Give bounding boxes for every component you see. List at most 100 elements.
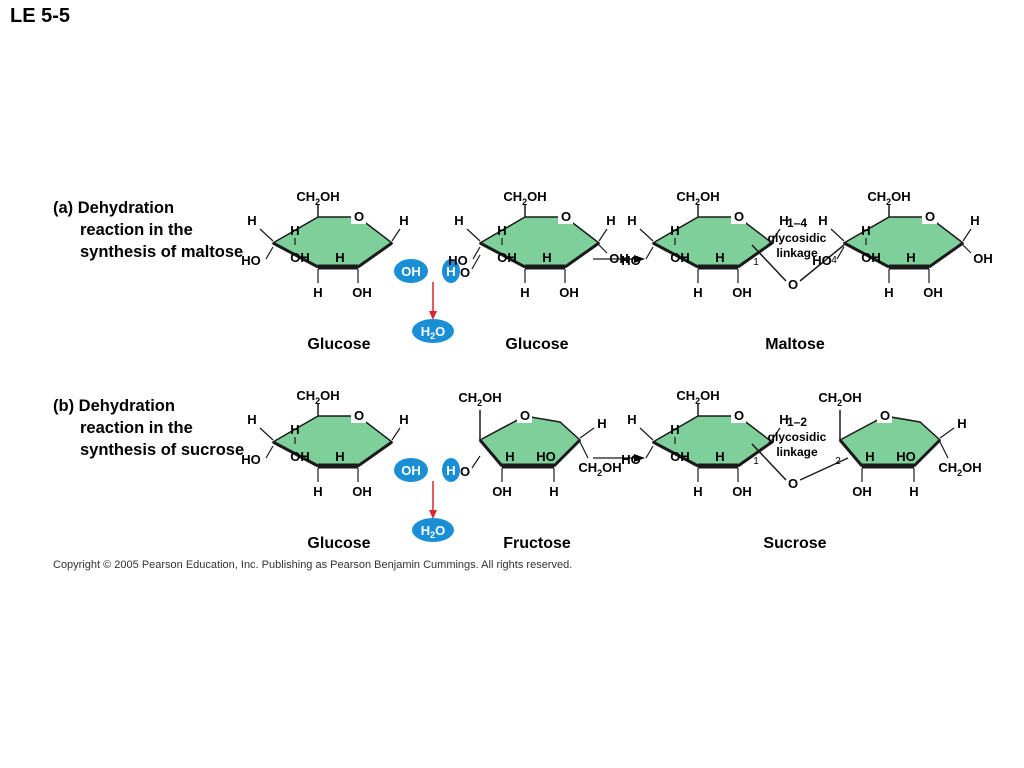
panel-b-link-bond-left	[751, 443, 787, 481]
panel-a-product-left-c2-down-oh: OH	[732, 285, 752, 300]
panel-b-tag: (b)	[53, 397, 75, 415]
panel-a-glucose-c1-top: H	[399, 213, 408, 228]
panel-b-glucose-c2-down-oh: OH	[352, 484, 372, 499]
panel-b-line3: synthesis of sucrose	[80, 441, 245, 459]
panel-b-glucose-ring-left-bond	[272, 440, 319, 468]
panel-a-product-right-ch2oh: CH2OH	[867, 189, 910, 207]
panel-a-line1: Dehydration	[77, 199, 175, 217]
panel-b-product-left-c2-down-oh: OH	[732, 484, 752, 499]
panel-a-water-arrow-head	[429, 311, 437, 320]
panel-a-glucose-ring-right-bond	[357, 241, 393, 269]
panel-a-product-right-ring-o: O	[925, 209, 935, 224]
panel-b-glucose-c3-h: H	[335, 449, 344, 464]
panel-b-product-left-c5-h-bond	[639, 427, 654, 441]
panel-b-product-left-c1-top: H	[779, 412, 788, 427]
panel-b-glucose-c4-ho: HO	[241, 452, 261, 467]
panel-a-product-right-c4-oh: OH	[861, 250, 881, 265]
panel-b-fructose-ring-o-bg	[517, 408, 532, 423]
panel-a-line2: reaction in the	[80, 221, 193, 239]
panel-b-product-right-ring-left-bond	[838, 439, 864, 467]
panel-b-fructose-ch2oh-top: CH2OH	[458, 390, 501, 408]
panel-a-product-left-c5-h-bond	[639, 228, 654, 242]
panel-a-product-name: Maltose	[765, 336, 825, 353]
panel-a-oh-bubble	[394, 259, 428, 283]
panel-a-product-left-c5-h: H	[627, 213, 636, 228]
panel-a-glucose2-ring-left-bond	[479, 241, 526, 269]
panel-b-product-right-ring-right-bond	[912, 438, 942, 468]
panel-a-product-left-c4-oh: OH	[670, 250, 690, 265]
panel-a-product-right-c5-h-bond	[830, 228, 845, 242]
panel-a-product-left-c4-ho: HO	[621, 253, 641, 268]
panel-a-carbon-right: 4	[831, 255, 837, 266]
panel-a-glucose2-c1-bottom-bond	[598, 244, 608, 254]
panel-a-product-right-c3-h: H	[906, 250, 915, 265]
panel-a-glucose2-c4-oh: OH	[497, 250, 517, 265]
panel-b-link-bond-right	[799, 457, 849, 481]
panel-a-glucose2-c2-down-oh: OH	[559, 285, 579, 300]
panel-a-product-left-c3-down-h: H	[693, 285, 702, 300]
panel-a-product-left-c3-h: H	[715, 250, 724, 265]
panel-a-glucose2-c4-ho-bond	[472, 246, 481, 260]
panel-a-glucose-c1-top-bond	[391, 228, 401, 242]
panel-b-product-left-ring-o-bg	[731, 408, 746, 423]
panel-a-product-left-c1-top-bond	[771, 228, 781, 242]
panel-a-carbon-left: 1	[753, 257, 759, 268]
panel-b-fructose-c3-down-h: H	[549, 484, 558, 499]
panel-a-glucose2-c1-top: H	[606, 213, 615, 228]
panel-a-product-left-ring-right-bond	[737, 241, 773, 269]
panel-a-product-right-c4-ho: HO	[812, 253, 832, 268]
panel-a-glucose-c5-h: H	[247, 213, 256, 228]
panel-b-product-left-c3-down-h: H	[693, 484, 702, 499]
panel-a-glucose-c5-h-bond	[259, 228, 274, 242]
panel-b-product-right-ch2oh-top: CH2OH	[818, 390, 861, 408]
panel-b-oh-bubble	[394, 458, 428, 482]
panel-b-link-o: O	[788, 476, 798, 491]
panel-a-o-bond	[471, 254, 481, 270]
copyright-notice: Copyright © 2005 Pearson Education, Inc.…	[53, 559, 573, 571]
panel-b-linkage-word2: linkage	[776, 445, 818, 459]
panel-b-product-left-ch2oh: CH2OH	[676, 388, 719, 406]
panel-b-oh-label: OH	[401, 463, 421, 478]
panel-a-product-right-c1-bottom-bond	[962, 244, 972, 254]
panel-a-glucose-c3-h: H	[335, 250, 344, 265]
panel-a-link-bond-left	[751, 244, 787, 282]
panel-a-glucose-ring-left-bond	[272, 241, 319, 269]
panel-b-fructose-ch2oh-right: CH2OH	[578, 460, 621, 478]
panel-b-glucose-c3-down-h: H	[313, 484, 322, 499]
panel-b-mol1-name: Glucose	[307, 535, 370, 552]
panel-a-caption: (a) Dehydration reaction in the synthesi…	[53, 197, 243, 263]
panel-b-product-left-ring-right-bond	[737, 440, 773, 468]
panel-a-mol2-name: Glucose	[505, 336, 568, 353]
panel-b-glucose-c4-h: H	[290, 422, 299, 437]
panel-b-fructose-c4-down-oh: OH	[492, 484, 512, 499]
slide-title: LE 5-5	[10, 5, 71, 27]
panel-a-product-left-c4-h: H	[670, 223, 679, 238]
panel-b-glucose-ring-o: O	[354, 408, 364, 423]
panel-a-product-right-c5-h: H	[818, 213, 827, 228]
panel-a-tag: (a)	[53, 199, 74, 217]
panel-b-fructose-ring-right-bond	[552, 438, 582, 468]
panel-a-product-left-ch2oh: CH2OH	[676, 189, 719, 207]
panel-b-h-label: H	[446, 463, 455, 478]
panel-b-glucose-ring-o-bg	[351, 408, 366, 423]
panel-a-reactant-o: O	[460, 265, 470, 280]
panel-a-h-label: H	[446, 264, 455, 279]
panel-b-line2: reaction in the	[80, 419, 193, 437]
panel-a-product-left-ring-o-bg	[731, 209, 746, 224]
panel-b-fructose-c3-ho: HO	[536, 449, 556, 464]
panel-a-product-right-c4-ho-bond	[836, 246, 845, 260]
panel-a-product-right-ring-right-bond	[928, 241, 964, 269]
panel-b-glucose-c1-top-bond	[391, 427, 401, 441]
panel-a-link-o: O	[788, 277, 798, 292]
panel-b-product-right-c3-ho: HO	[896, 449, 916, 464]
panel-b-glucose-ring-right-bond	[357, 440, 393, 468]
panel-b-line1: Dehydration	[78, 397, 175, 415]
panel-b-o-bond	[471, 455, 481, 469]
panel-b-h-bubble	[442, 458, 460, 482]
panel-b-product-name: Sucrose	[763, 535, 826, 552]
panel-b-reactant-o: O	[460, 464, 470, 479]
panel-a-glucose2-c1-top-bond	[598, 228, 608, 242]
panel-a-water-bubble	[412, 319, 454, 343]
panel-a-h-bubble	[442, 259, 460, 283]
